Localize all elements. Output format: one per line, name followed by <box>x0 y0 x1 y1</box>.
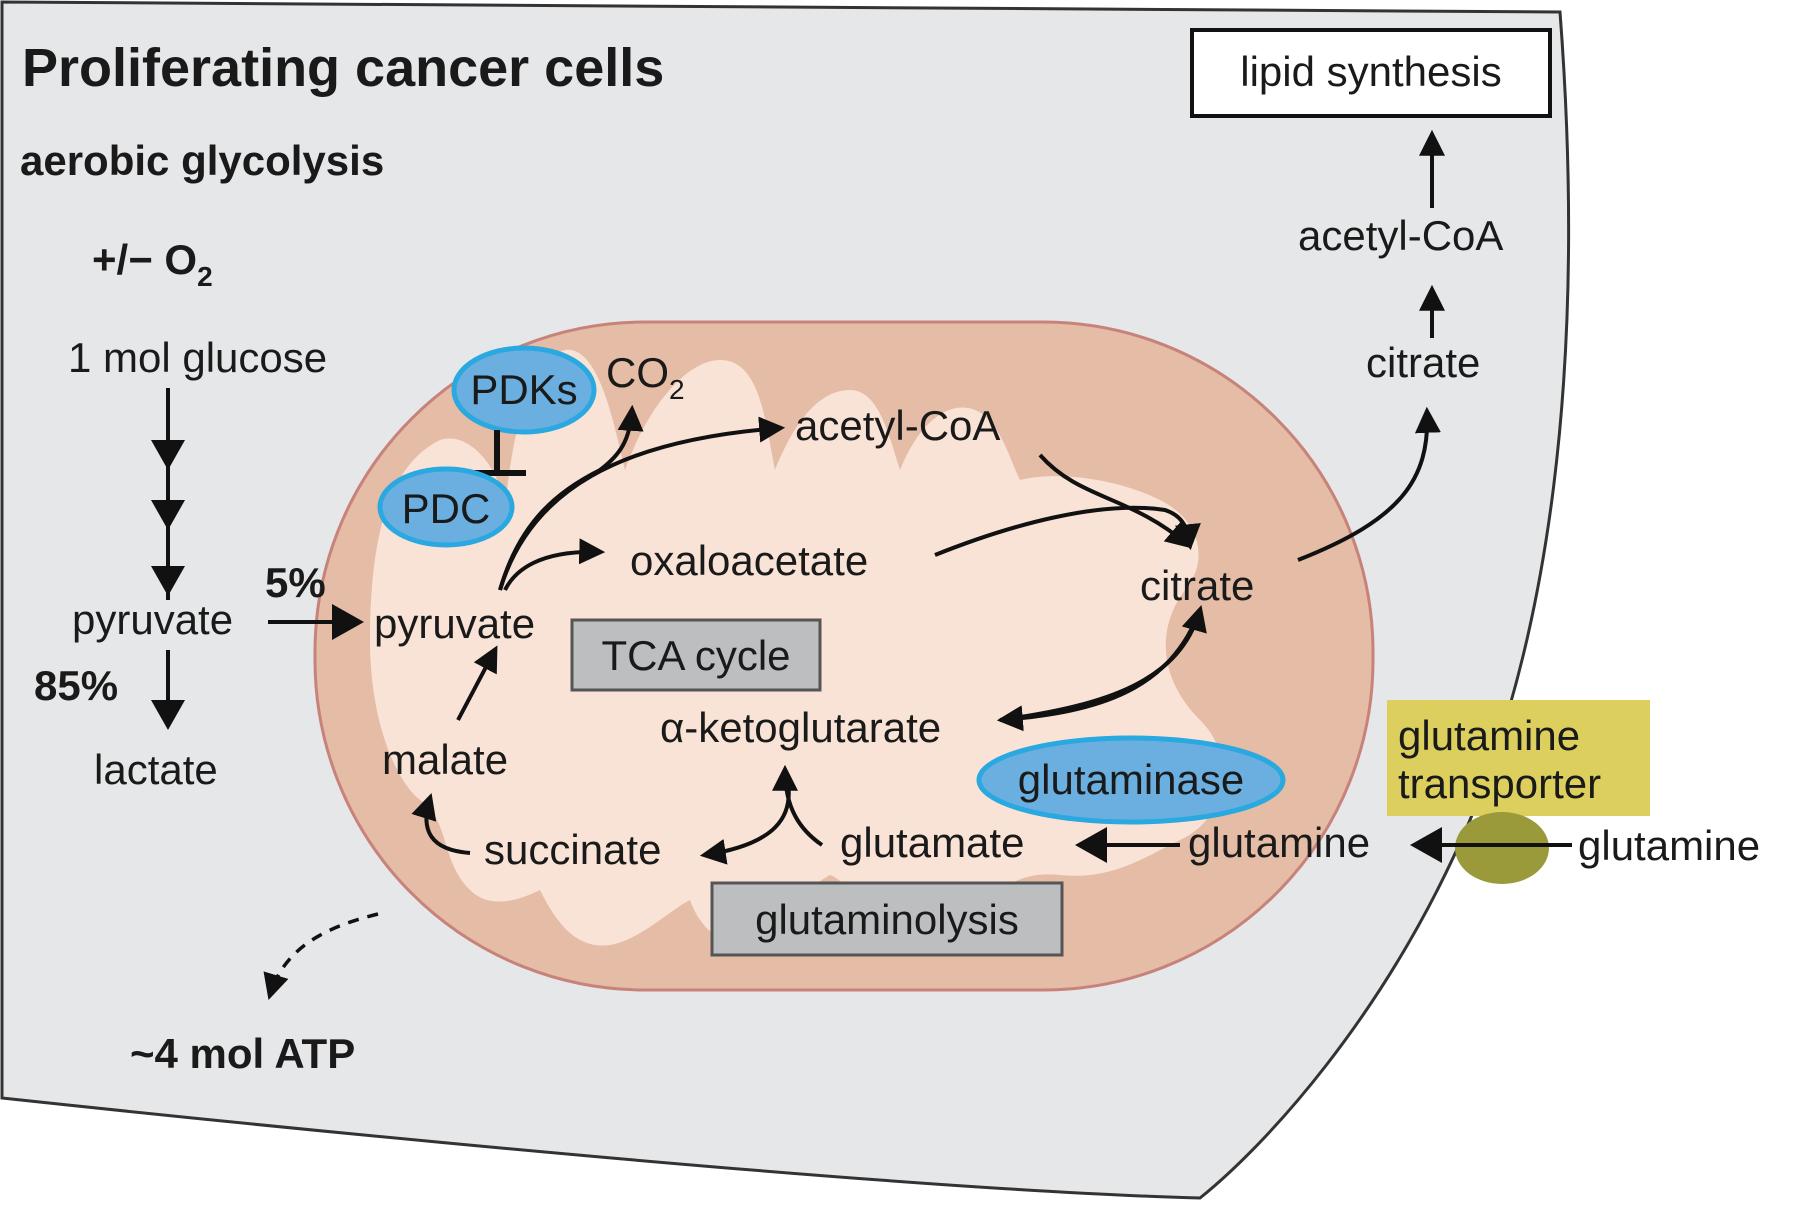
glycolysis-arrowhead-2 <box>151 500 185 530</box>
glutamine-import-arrowhead <box>1410 827 1442 863</box>
arrow-glutamate-to-akg <box>772 764 824 847</box>
arrow-malate-to-pyruvate <box>456 645 498 721</box>
co2-label: CO2 <box>606 349 685 405</box>
glutamine-transporter-label: glutamine transporter <box>1398 712 1601 807</box>
oxaloacetate-label: oxaloacetate <box>630 537 868 584</box>
tca-cycle-box <box>570 618 822 692</box>
lipid-synthesis-box <box>1190 28 1552 118</box>
glutaminolysis-label: glutaminolysis <box>755 896 1019 943</box>
cyto-pyruvate-label: pyruvate <box>72 596 233 643</box>
glycolysis-arrowhead-3 <box>151 566 185 596</box>
mito-arrows <box>411 404 1441 865</box>
akg-label: α-ketoglutarate <box>660 704 941 751</box>
cyto-acetyl-coa-label: acetyl-CoA <box>1298 212 1503 259</box>
glutaminolysis-box <box>710 881 1064 957</box>
arrow-acetyl-coa-to-citrate <box>1038 453 1192 549</box>
lactate-arrowhead <box>151 700 185 730</box>
pdks-label: PDKs <box>470 366 577 413</box>
mito-pyruvate-label: pyruvate <box>374 600 535 647</box>
mito-acetyl-coa-label: acetyl-CoA <box>795 402 1000 449</box>
glutamine-transporter <box>1455 812 1549 884</box>
oxygen-label: +/− O2 <box>92 236 213 292</box>
arrow-citrate-to-akg <box>996 609 1202 732</box>
arrow-citrate-to-cyto-citrate <box>1297 406 1441 562</box>
glutaminase-label: glutaminase <box>1018 756 1244 803</box>
succinate-label: succinate <box>484 826 661 873</box>
atp-label: ~4 mol ATP <box>130 1030 355 1077</box>
arrow-pyruvate-to-oxaloacetate <box>503 538 606 591</box>
pct-to-mito: 5% <box>265 559 326 606</box>
glutaminase-enzyme <box>976 735 1286 825</box>
glutamate-label: glutamate <box>840 819 1024 866</box>
glycolysis-arrows <box>151 388 364 730</box>
page-title: Proliferating cancer cells <box>22 38 664 98</box>
glycolysis-arrowhead-1 <box>151 440 185 470</box>
mito-citrate-label: citrate <box>1140 562 1254 609</box>
malate-label: malate <box>382 736 508 783</box>
cyto-citrate-label: citrate <box>1366 339 1480 386</box>
glutamine-to-glutamate-arrowhead <box>1075 827 1107 863</box>
pdc-enzyme <box>377 466 515 548</box>
glutamine-import-arrows <box>1075 827 1180 863</box>
arrow-oxaloacetate-to-citrate <box>934 505 1201 557</box>
pdks-enzyme <box>451 345 597 435</box>
pdc-label: PDC <box>402 485 491 532</box>
mito-glutamine-label: glutamine <box>1188 819 1370 866</box>
pyruvate-import-arrowhead <box>332 604 364 640</box>
arrow-succinate-to-malate <box>411 793 471 855</box>
glucose-label: 1 mol glucose <box>68 334 327 381</box>
outside-glutamine-label: glutamine <box>1578 822 1760 869</box>
tca-cycle-label: TCA cycle <box>601 632 790 679</box>
pct-to-lactate: 85% <box>34 662 118 709</box>
glycolysis-heading: aerobic glycolysis <box>20 137 384 184</box>
lactate-label: lactate <box>94 746 218 793</box>
arrow-pyruvate-to-acetyl-coa <box>498 416 786 591</box>
atp-dashed-arrow <box>263 912 379 1000</box>
glutamine-transporter-label-box <box>1387 700 1650 816</box>
lipid-synthesis-label: lipid synthesis <box>1240 48 1501 95</box>
